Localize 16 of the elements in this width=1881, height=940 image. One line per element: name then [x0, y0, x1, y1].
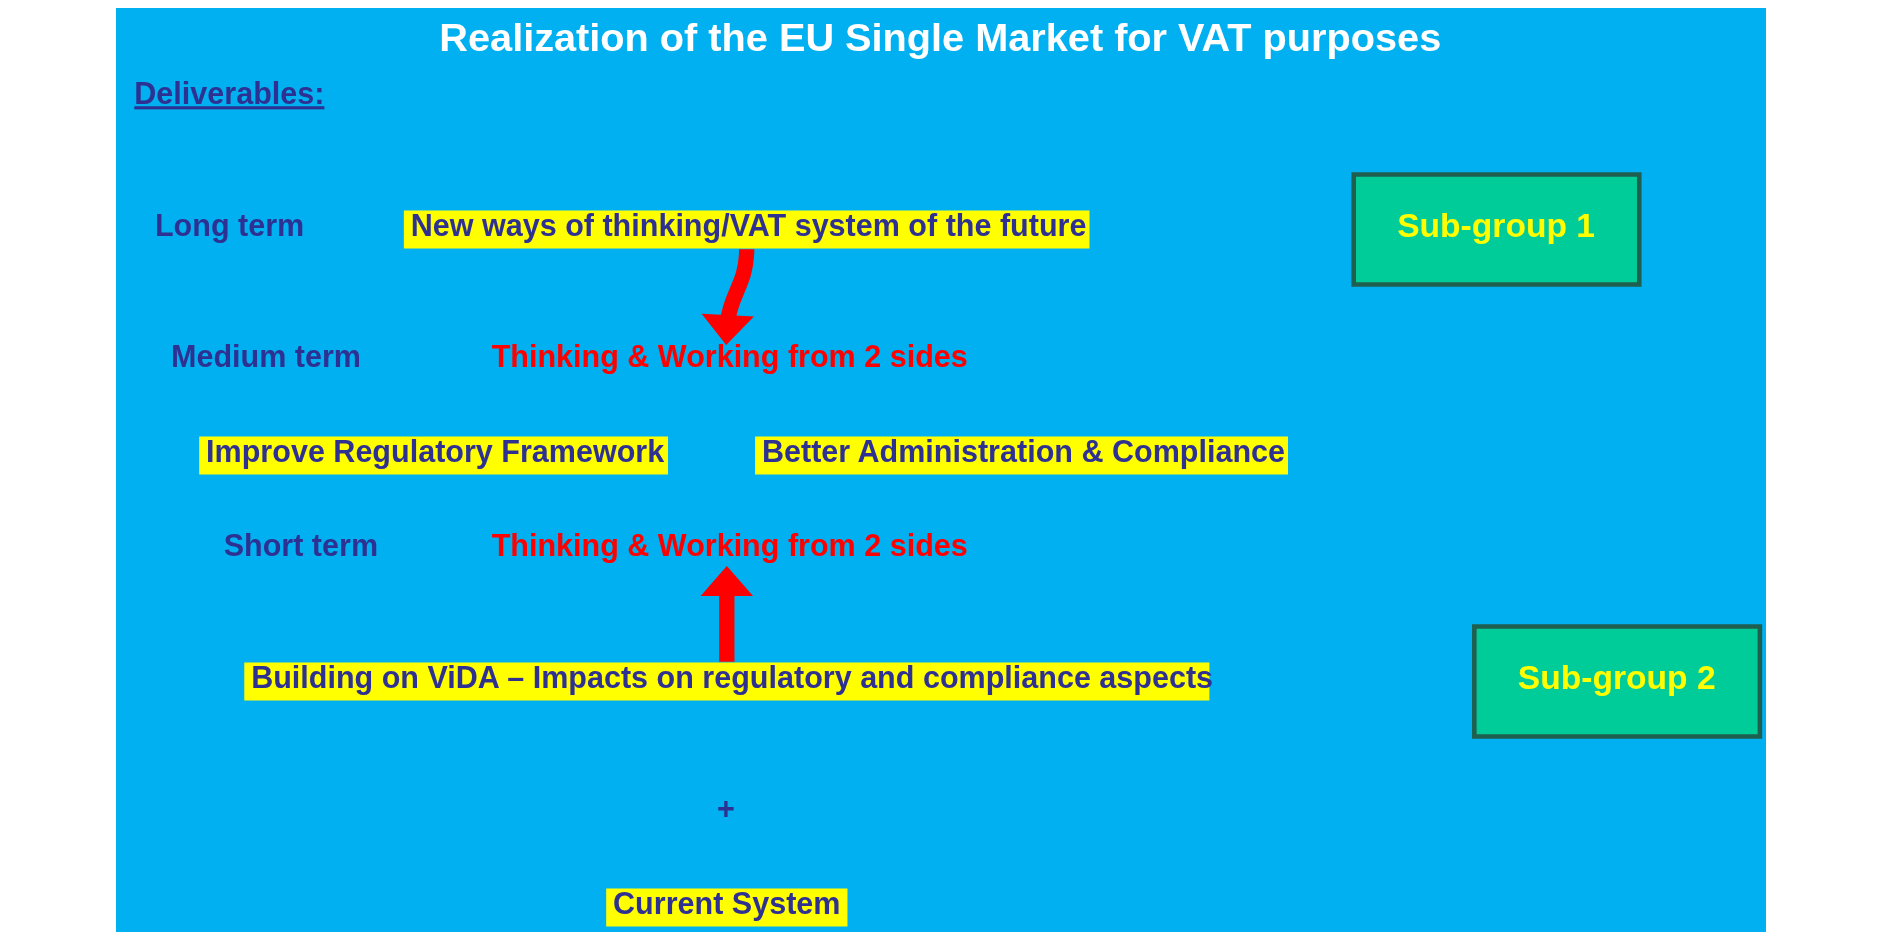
- label: +: [716, 790, 735, 825]
- label: Long term: [154, 207, 304, 242]
- node-box: New ways of thinking/VAT system of the future: [403, 210, 1089, 249]
- arrow: [700, 566, 753, 662]
- node-box: Better Administration & Compliance: [754, 436, 1288, 475]
- label: Medium term: [170, 338, 361, 373]
- diagram-title: Realization of the EU Single Market for VAT purposes: [438, 14, 1441, 59]
- node-box: Sub-group 2: [1471, 624, 1762, 739]
- label: Short term: [223, 528, 378, 563]
- node-text: Thinking & Working from 2 sides: [491, 528, 968, 563]
- node-box: Improve Regulatory Framework: [198, 436, 668, 475]
- node-box: Current System: [605, 888, 847, 927]
- node-box: Sub-group 1: [1350, 172, 1642, 287]
- node-text: Thinking & Working from 2 sides: [491, 338, 968, 373]
- label: Deliverables:: [133, 76, 324, 111]
- arrow: [701, 249, 754, 345]
